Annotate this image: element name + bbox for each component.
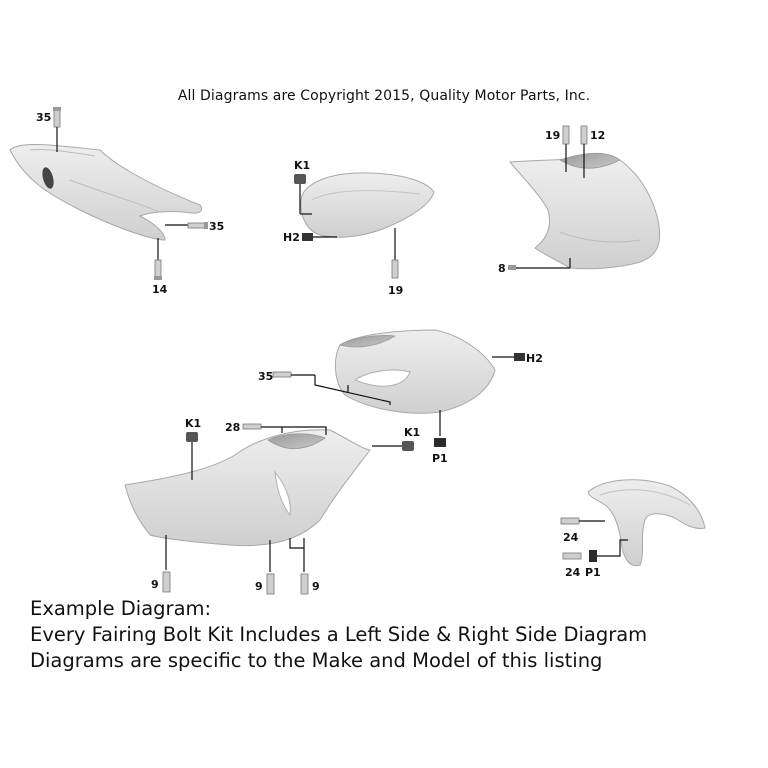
label-mid-h2: H2 [526, 352, 543, 365]
caption: Example Diagram: Every Fairing Bolt Kit … [30, 596, 647, 674]
label-mid-k1: K1 [404, 426, 420, 439]
bolt-19-tank [391, 228, 399, 279]
bolt-35-mid [272, 371, 391, 405]
mid-fairing [334, 329, 496, 414]
bolt-35-side [165, 222, 208, 229]
tank-cover [300, 172, 435, 238]
label-low-9a: 9 [151, 578, 159, 591]
caption-line-3: Diagrams are specific to the Make and Mo… [30, 649, 603, 672]
front-fender [587, 479, 706, 567]
label-fender-p1: P1 [585, 566, 601, 579]
bolt-28 [242, 423, 327, 435]
clip-k1-lower [186, 432, 198, 480]
label-fender-24a: 24 [563, 531, 579, 544]
label-tail-14: 14 [152, 283, 168, 296]
exploded-parts-diagram: 35 35 14 K1 H2 19 19 [9, 107, 706, 595]
label-mid-p1: P1 [432, 452, 448, 465]
label-tail-35-top: 35 [36, 111, 51, 124]
label-tail-35-side: 35 [209, 220, 224, 233]
bolt-9b [266, 540, 275, 595]
bolt-24a [560, 517, 605, 525]
nut-h2-mid [492, 353, 525, 361]
caption-line-1: Example Diagram: [30, 597, 212, 620]
bolt-9a [162, 535, 171, 593]
grommet-p1-mid [434, 410, 446, 447]
bolt-19-nose [562, 125, 570, 172]
label-nose-19: 19 [545, 129, 560, 142]
label-low-k1: K1 [185, 417, 201, 430]
grommet-p1-fender [589, 539, 628, 562]
screw-8-nose [508, 258, 571, 270]
label-fender-24b: 24 [565, 566, 581, 579]
label-low-9b: 9 [255, 580, 263, 593]
nose-fairing [508, 152, 661, 270]
bolt-9c [289, 538, 309, 595]
label-mid-35: 35 [258, 370, 273, 383]
nut-h2-tank [302, 233, 337, 241]
label-nose-8: 8 [498, 262, 506, 275]
clip-k1-tank [294, 174, 312, 215]
label-low-28: 28 [225, 421, 240, 434]
label-nose-12: 12 [590, 129, 605, 142]
copyright-notice: All Diagrams are Copyright 2015, Quality… [177, 88, 591, 104]
label-tank-k1: K1 [294, 159, 310, 172]
label-tank-19: 19 [388, 284, 403, 297]
label-tank-h2: H2 [283, 231, 300, 244]
caption-line-2: Every Fairing Bolt Kit Includes a Left S… [30, 623, 648, 646]
tail-section [9, 144, 203, 241]
clip-k1-mid [372, 441, 414, 451]
bolt-12-nose [580, 125, 588, 178]
bolt-24b [562, 552, 582, 560]
bolt-35-top [53, 107, 61, 152]
label-low-9c: 9 [312, 580, 320, 593]
bolt-14 [154, 238, 162, 280]
lower-fairing [124, 429, 371, 547]
